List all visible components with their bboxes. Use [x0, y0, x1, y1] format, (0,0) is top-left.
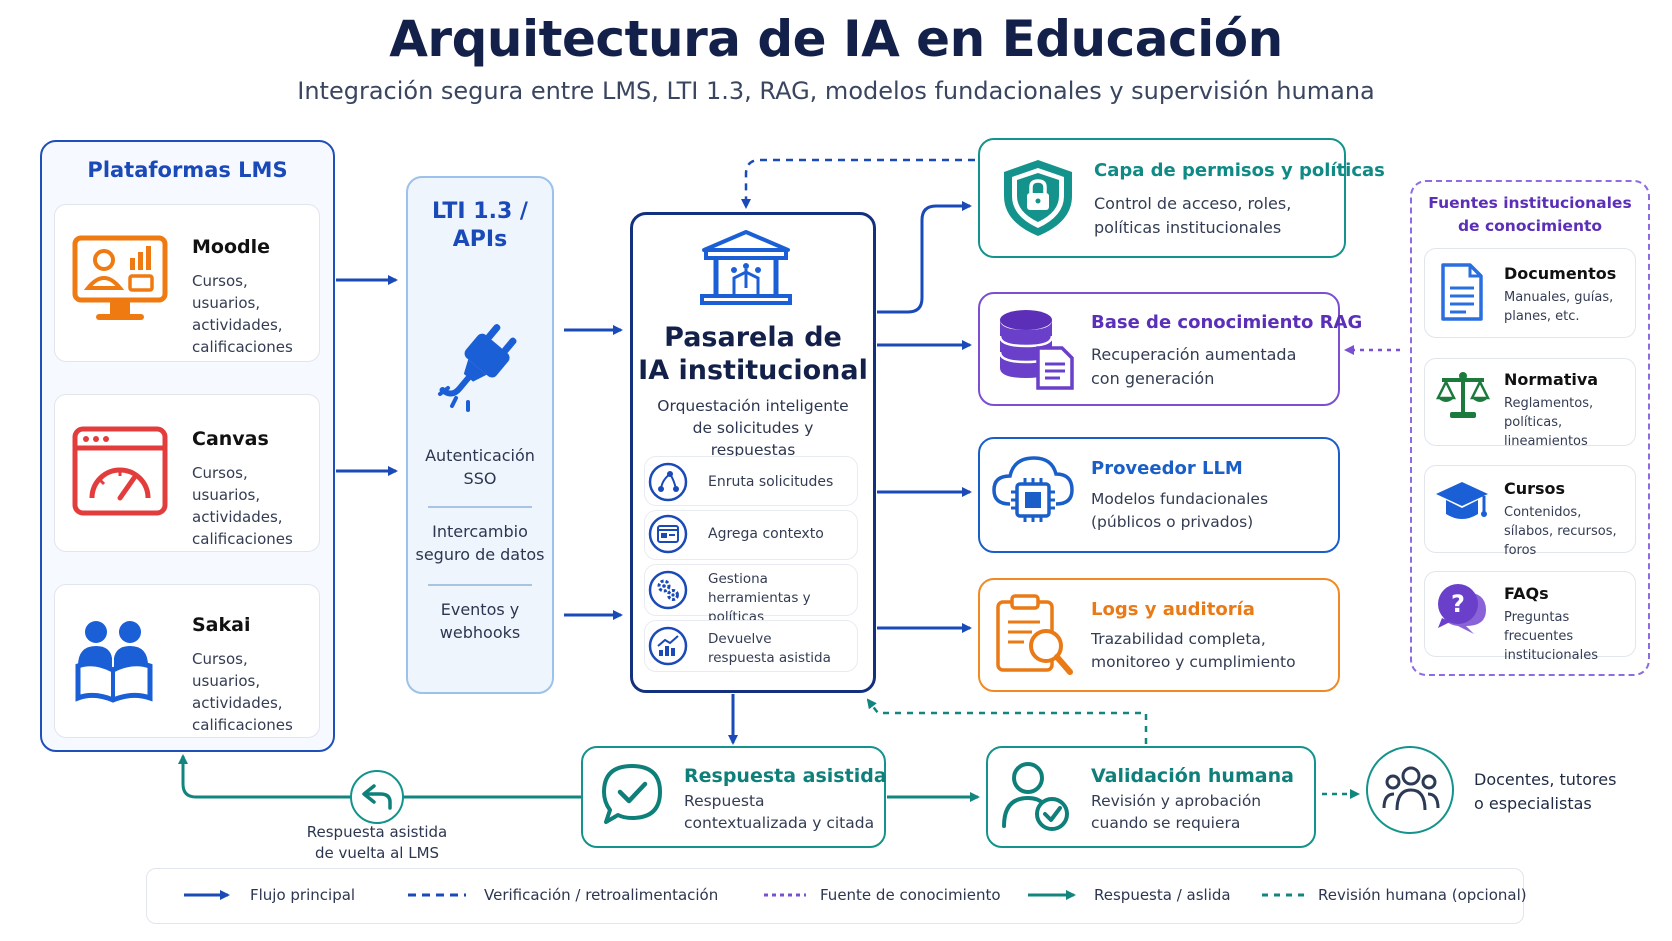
undo-icon [362, 784, 392, 810]
source-desc-faqs: Preguntas frecuentes institucionales [1504, 610, 1598, 663]
lms-name-sakai: Sakai [192, 614, 251, 636]
gateway-title-line2: IA institucional [638, 355, 868, 386]
lti-divider-2 [428, 584, 532, 586]
gateway-desc: Orquestación inteligente de solicitudes … [657, 397, 849, 459]
lti-item-webhooks: Eventos y webhooks [439, 600, 521, 642]
context-icon [648, 514, 688, 554]
source-desc-documents: Manuales, guías, planes, etc. [1504, 290, 1614, 324]
chat-check-icon [602, 764, 662, 824]
validation-title: Validación humana [1091, 765, 1294, 787]
question-bubble-icon: ? [1438, 584, 1486, 634]
route-icon [648, 462, 688, 502]
experts-label: Docentes, tutores o especialistas [1474, 770, 1617, 813]
legend-label-main: Flujo principal [250, 886, 356, 904]
legend-label-verify: Verificación / retroalimentación [484, 886, 719, 904]
service-title-llm: Proveedor LLM [1091, 458, 1243, 479]
institution-icon [700, 230, 792, 305]
service-desc-llm: Modelos fundacionales (públicos o privad… [1091, 490, 1269, 531]
gateway-title-line1: Pasarela de [664, 322, 842, 353]
page-title: Arquitectura de IA en Educación [389, 10, 1283, 68]
legend-bar [146, 868, 1524, 924]
svg-text:?: ? [1451, 590, 1465, 618]
lti-panel [406, 176, 554, 694]
arrow-permissions-feedback [741, 158, 975, 209]
source-desc-regulations: Reglamentos, políticas, lineamientos [1504, 396, 1594, 449]
validation-desc: Revisión y aprobación cuando se requiera [1091, 792, 1262, 832]
response-title: Respuesta asistida [684, 765, 887, 787]
gateway-function-route-label: Enruta solicitudes [708, 474, 834, 490]
service-title-rag: Base de conocimiento RAG [1091, 312, 1363, 333]
clipboard-search-icon [996, 594, 1073, 675]
service-title-logs: Logs y auditoría [1091, 599, 1255, 620]
lti-title-line2: APIs [452, 227, 508, 252]
return-label: Respuesta asistida de vuelta al LMS [306, 823, 448, 862]
arrow-validation-gateway [866, 698, 1148, 744]
database-doc-icon [998, 310, 1074, 390]
gateway-function-context-label: Agrega contexto [708, 526, 824, 542]
shield-lock-icon [1004, 160, 1072, 236]
lms-desc-sakai: Cursos, usuarios, actividades, calificac… [192, 650, 293, 734]
lms-desc-moodle: Cursos, usuarios, actividades, calificac… [192, 272, 293, 356]
legend-label-response: Respuesta / aslida [1094, 886, 1231, 904]
validation-card[interactable] [986, 746, 1316, 848]
legend-label-review: Revisión humana (opcional) [1318, 886, 1527, 904]
users-book-icon [75, 621, 153, 703]
lti-divider-1 [428, 506, 532, 508]
source-name-courses: Cursos [1504, 479, 1566, 498]
service-desc-permissions: Control de acceso, roles, políticas inst… [1094, 194, 1292, 237]
sources-title: Fuentes institucionales de conocimiento [1428, 194, 1632, 235]
service-desc-rag: Recuperación aumentada con generación [1091, 345, 1297, 388]
scales-icon [1435, 372, 1491, 418]
page-subtitle: Integración segura entre LMS, LTI 1.3, R… [297, 77, 1375, 105]
chart-up-icon [648, 626, 688, 666]
service-title-permissions: Capa de permisos y políticas [1094, 160, 1385, 181]
lms-name-moodle: Moodle [192, 236, 271, 258]
user-check-icon [1002, 762, 1069, 831]
return-circle[interactable] [350, 770, 404, 824]
legend-label-knowledge: Fuente de conocimiento [820, 886, 1001, 904]
source-name-regulations: Normativa [1504, 370, 1599, 389]
plug-icon [438, 324, 517, 412]
arrow-return-lms [178, 754, 581, 799]
browser-gauge-icon [72, 426, 168, 516]
source-name-documents: Documentos [1504, 264, 1617, 283]
source-card-regulations[interactable] [1424, 358, 1636, 446]
lti-item-data: Intercambio seguro de datos [415, 522, 545, 564]
source-name-faqs: FAQs [1504, 584, 1549, 603]
graduation-cap-icon [1436, 482, 1488, 519]
gears-icon [648, 570, 688, 610]
lms-name-canvas: Canvas [192, 428, 269, 450]
document-icon [1441, 263, 1483, 321]
monitor-user-icon [72, 235, 168, 320]
lms-title: Plataformas LMS [87, 158, 288, 182]
response-desc: Respuesta contextualizada y citada [684, 792, 875, 832]
group-icon [1382, 766, 1440, 811]
arrow-gateway-permissions [877, 201, 972, 314]
lms-desc-canvas: Cursos, usuarios, actividades, calificac… [192, 464, 293, 548]
source-desc-courses: Contenidos, sílabos, recursos, foros [1504, 505, 1617, 558]
lti-item-sso: Autenticación SSO [425, 446, 535, 488]
service-desc-logs: Trazabilidad completa, monitoreo y cumpl… [1091, 630, 1296, 671]
cloud-chip-icon [992, 456, 1074, 522]
gateway-function-response-label: Devuelve respuesta asistida [708, 631, 831, 666]
lti-title-line1: LTI 1.3 / [432, 199, 528, 224]
